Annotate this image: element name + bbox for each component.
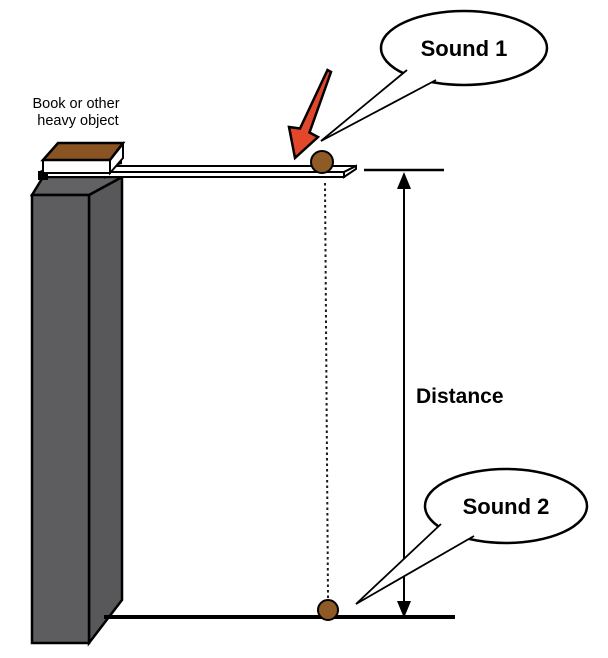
sound2-bubble-tail-fill (356, 516, 488, 604)
book-front-face (42, 159, 111, 174)
column-front-face (30, 193, 91, 645)
sound1-bubble-ellipse (379, 9, 549, 87)
sound2-bubble: Sound 2 (355, 467, 589, 605)
sound1-bubble-tail-fill (321, 62, 450, 141)
sound1-tail-line (320, 79, 437, 142)
support-column (29, 170, 124, 647)
sound1-tail-line (320, 69, 408, 142)
book-cover-top (40, 141, 126, 162)
ball-on-ground (317, 599, 339, 621)
strike-arrow-icon (287, 68, 333, 161)
distance-label: Distance (416, 385, 504, 408)
book-label-line2: heavy object (37, 113, 118, 129)
book-label: Book or other heavy object (32, 96, 119, 129)
sound2-label: Sound 2 (463, 494, 550, 519)
distance-arrowhead-down-icon (397, 601, 411, 618)
distance-arrowhead-up-icon (397, 172, 411, 189)
ball-on-ruler (310, 150, 334, 174)
sound1-label: Sound 1 (421, 36, 508, 61)
book (40, 141, 126, 176)
sound1-bubble: Sound 1 (320, 9, 549, 142)
sound2-tail-line (355, 523, 442, 605)
distance-arrow (364, 168, 444, 618)
column-side-face (87, 174, 124, 647)
ruler-end-cut (343, 164, 357, 179)
sound2-tail-line (355, 535, 475, 605)
book-label-line1: Book or other (32, 96, 119, 112)
